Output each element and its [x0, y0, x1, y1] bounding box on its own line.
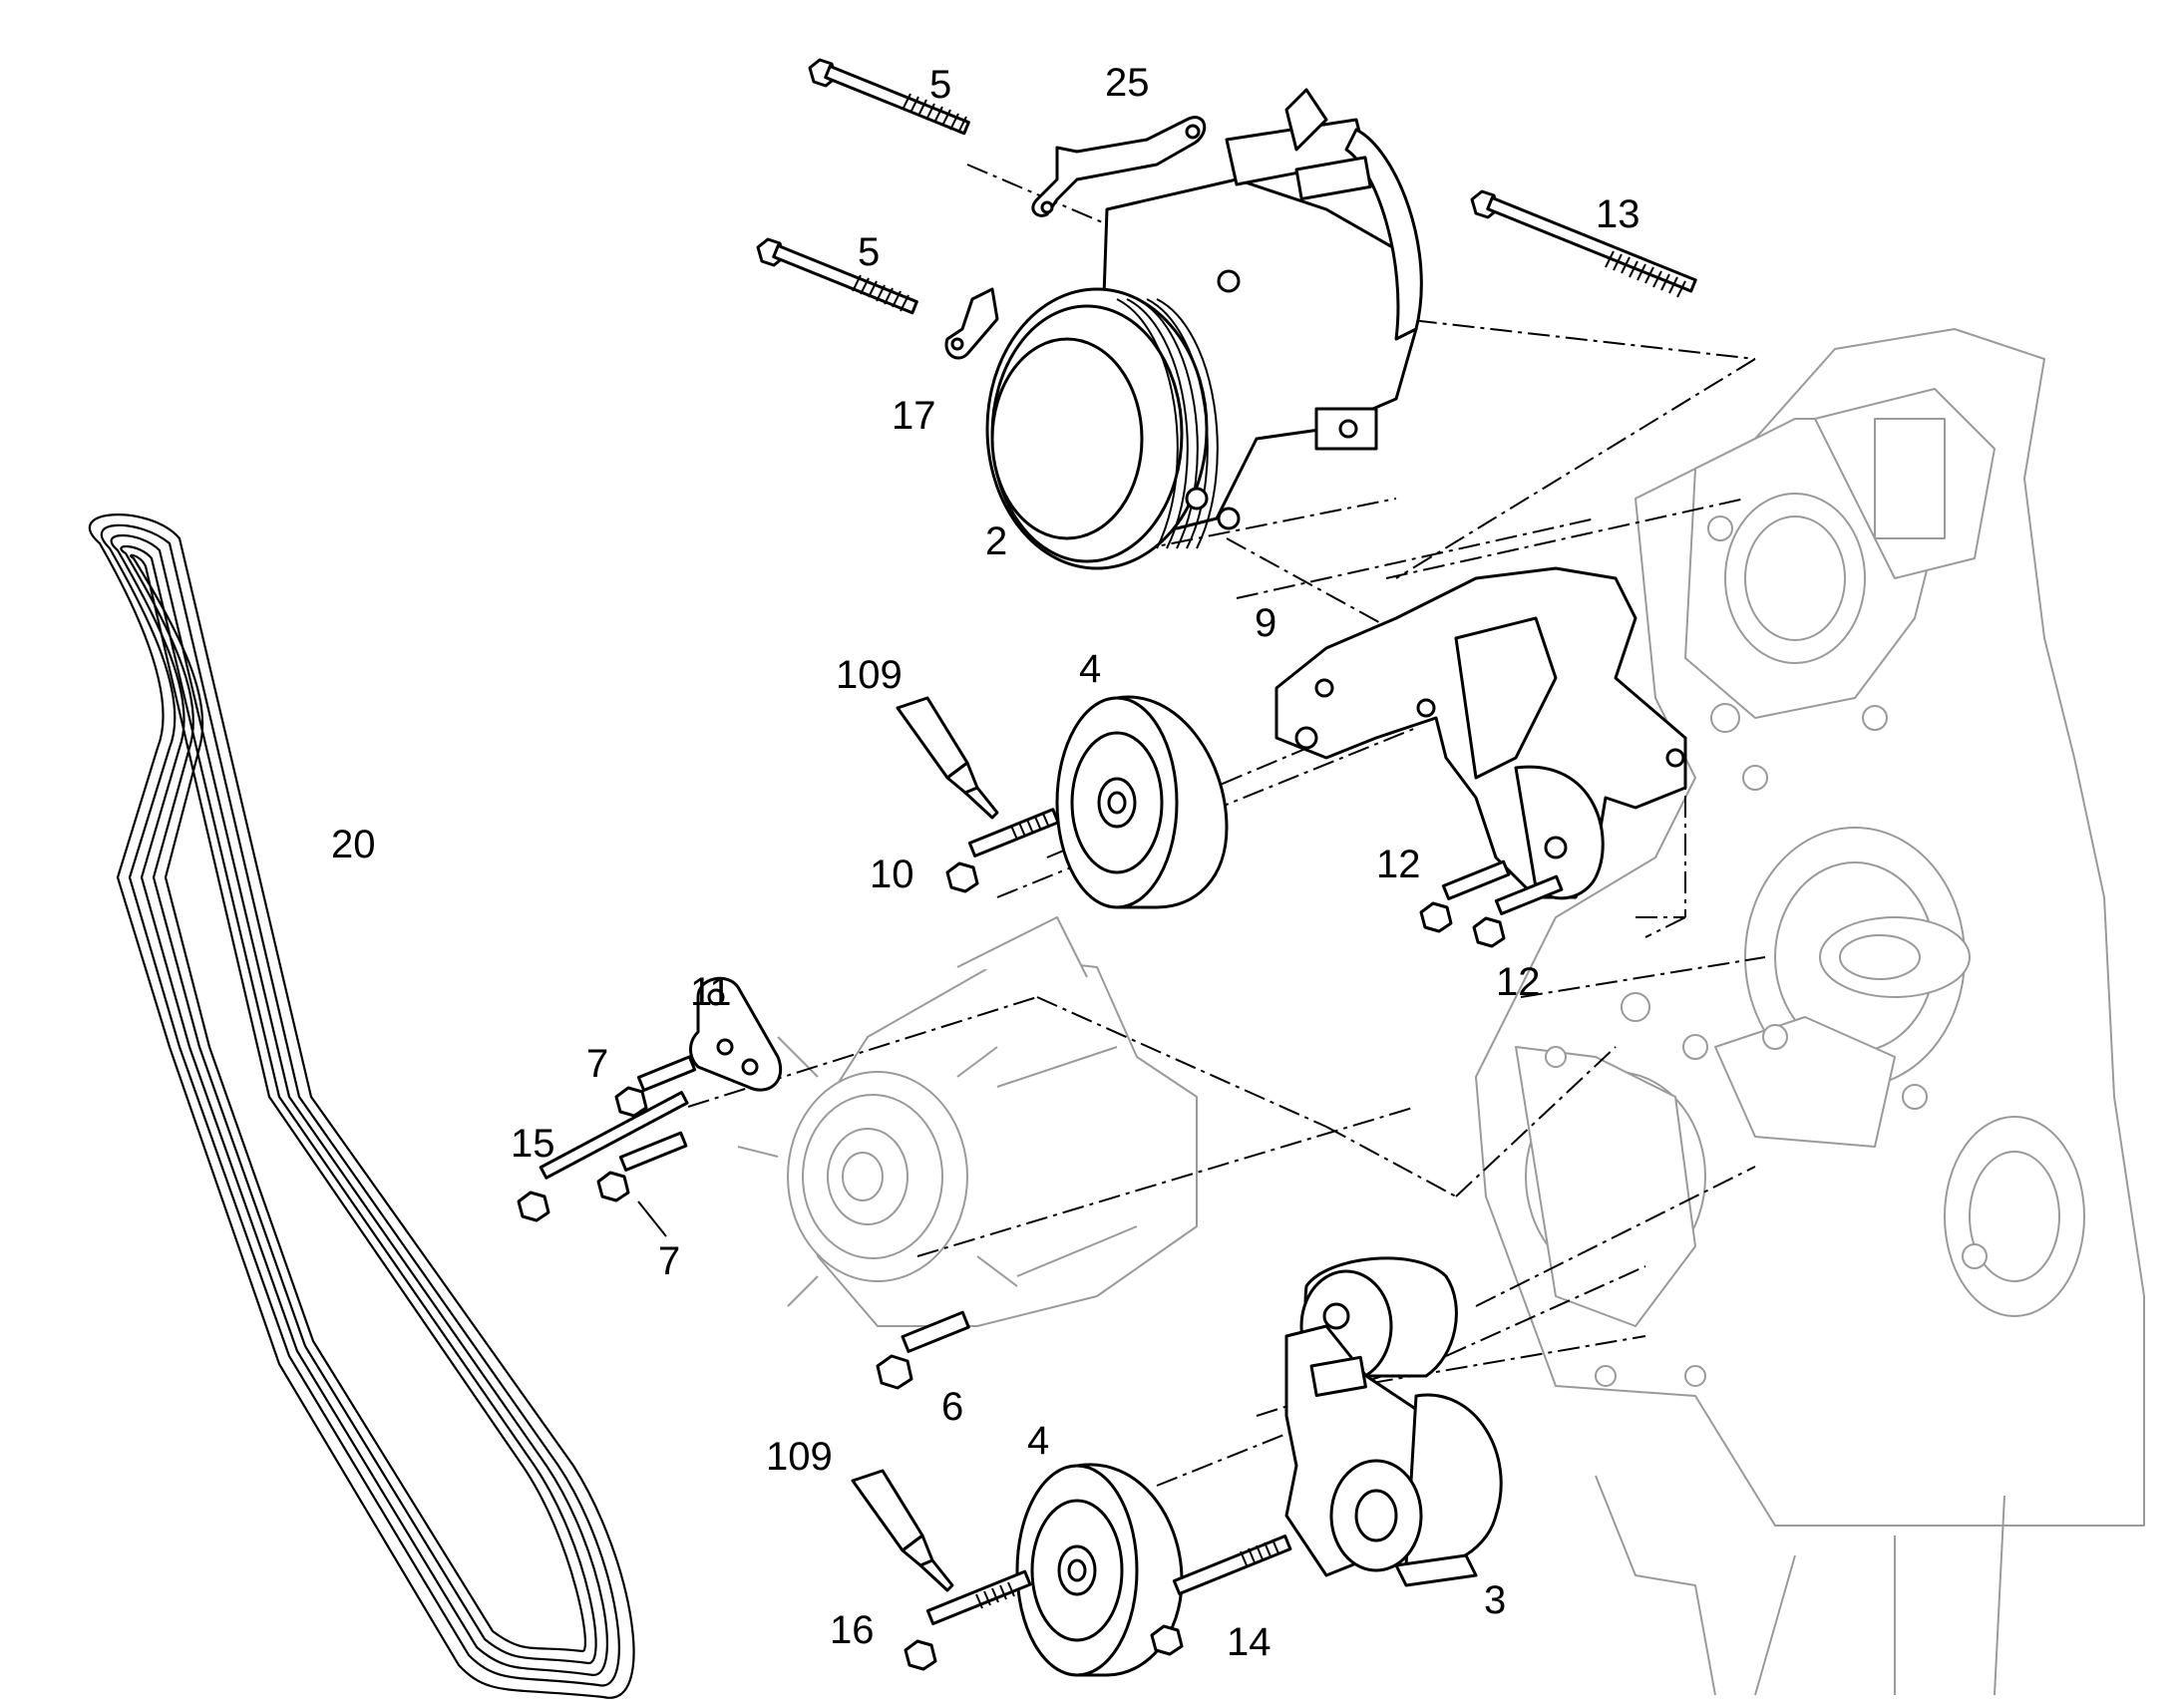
bracket-17 — [944, 287, 999, 360]
idler-pulley-lower — [1015, 1463, 1184, 1677]
bolt-7-lower — [596, 1131, 688, 1237]
callout-15: 15 — [511, 1122, 555, 1166]
bolt-15 — [517, 1091, 689, 1222]
idler-pulley-upper — [1055, 695, 1229, 909]
callout-13: 13 — [1596, 192, 1640, 236]
callout-5-lower: 5 — [858, 230, 880, 274]
bolt-6 — [876, 1310, 970, 1390]
bolt-7-upper — [614, 1055, 697, 1118]
callout-25: 25 — [1105, 61, 1150, 105]
mounting-bracket-9 — [1274, 566, 1687, 900]
callout-4-upper: 4 — [1079, 647, 1101, 691]
bolt-16 — [904, 1569, 1032, 1671]
callout-9: 9 — [1255, 601, 1276, 645]
callout-3: 3 — [1484, 1578, 1506, 1622]
bolt-12-b — [1472, 874, 1564, 948]
callout-109-lower: 109 — [766, 1435, 833, 1479]
callout-4-lower: 4 — [1027, 1419, 1049, 1463]
bolt-5-upper — [808, 58, 970, 136]
callout-17: 17 — [892, 394, 936, 438]
plate-11 — [689, 976, 783, 1092]
bolt-14 — [1150, 1535, 1292, 1656]
bolt-12-a — [1419, 859, 1511, 933]
callout-5-upper: 5 — [929, 63, 951, 107]
sealant-tube-lower — [851, 1469, 954, 1592]
callout-16: 16 — [830, 1608, 875, 1652]
callout-11: 11 — [690, 970, 732, 1014]
alternator — [737, 916, 1198, 1327]
callout-20: 20 — [331, 823, 376, 866]
bolt-5-lower — [756, 237, 918, 315]
callout-109-upper: 109 — [836, 653, 903, 697]
callout-12-lower: 12 — [1496, 960, 1541, 1004]
assembly-lines — [687, 164, 1766, 1487]
callout-labels: 5 25 5 13 17 2 9 109 4 20 10 12 12 11 7 … — [331, 61, 1640, 1664]
callout-6: 6 — [941, 1385, 963, 1429]
belt-tensioner — [1284, 1256, 1503, 1587]
callout-7-lower: 7 — [658, 1239, 680, 1283]
bolt-13 — [1470, 189, 1697, 298]
drive-belt — [89, 513, 635, 1699]
bracket-25 — [1031, 116, 1207, 217]
callout-10: 10 — [870, 853, 914, 896]
engine-block — [1475, 328, 2145, 1696]
sealant-tube-upper — [896, 696, 999, 820]
callout-7-upper: 7 — [586, 1042, 608, 1086]
bolt-10 — [945, 808, 1060, 893]
callout-2: 2 — [985, 519, 1007, 563]
callout-12-upper: 12 — [1376, 843, 1421, 886]
ac-compressor — [985, 88, 1423, 570]
callout-14: 14 — [1227, 1620, 1272, 1664]
